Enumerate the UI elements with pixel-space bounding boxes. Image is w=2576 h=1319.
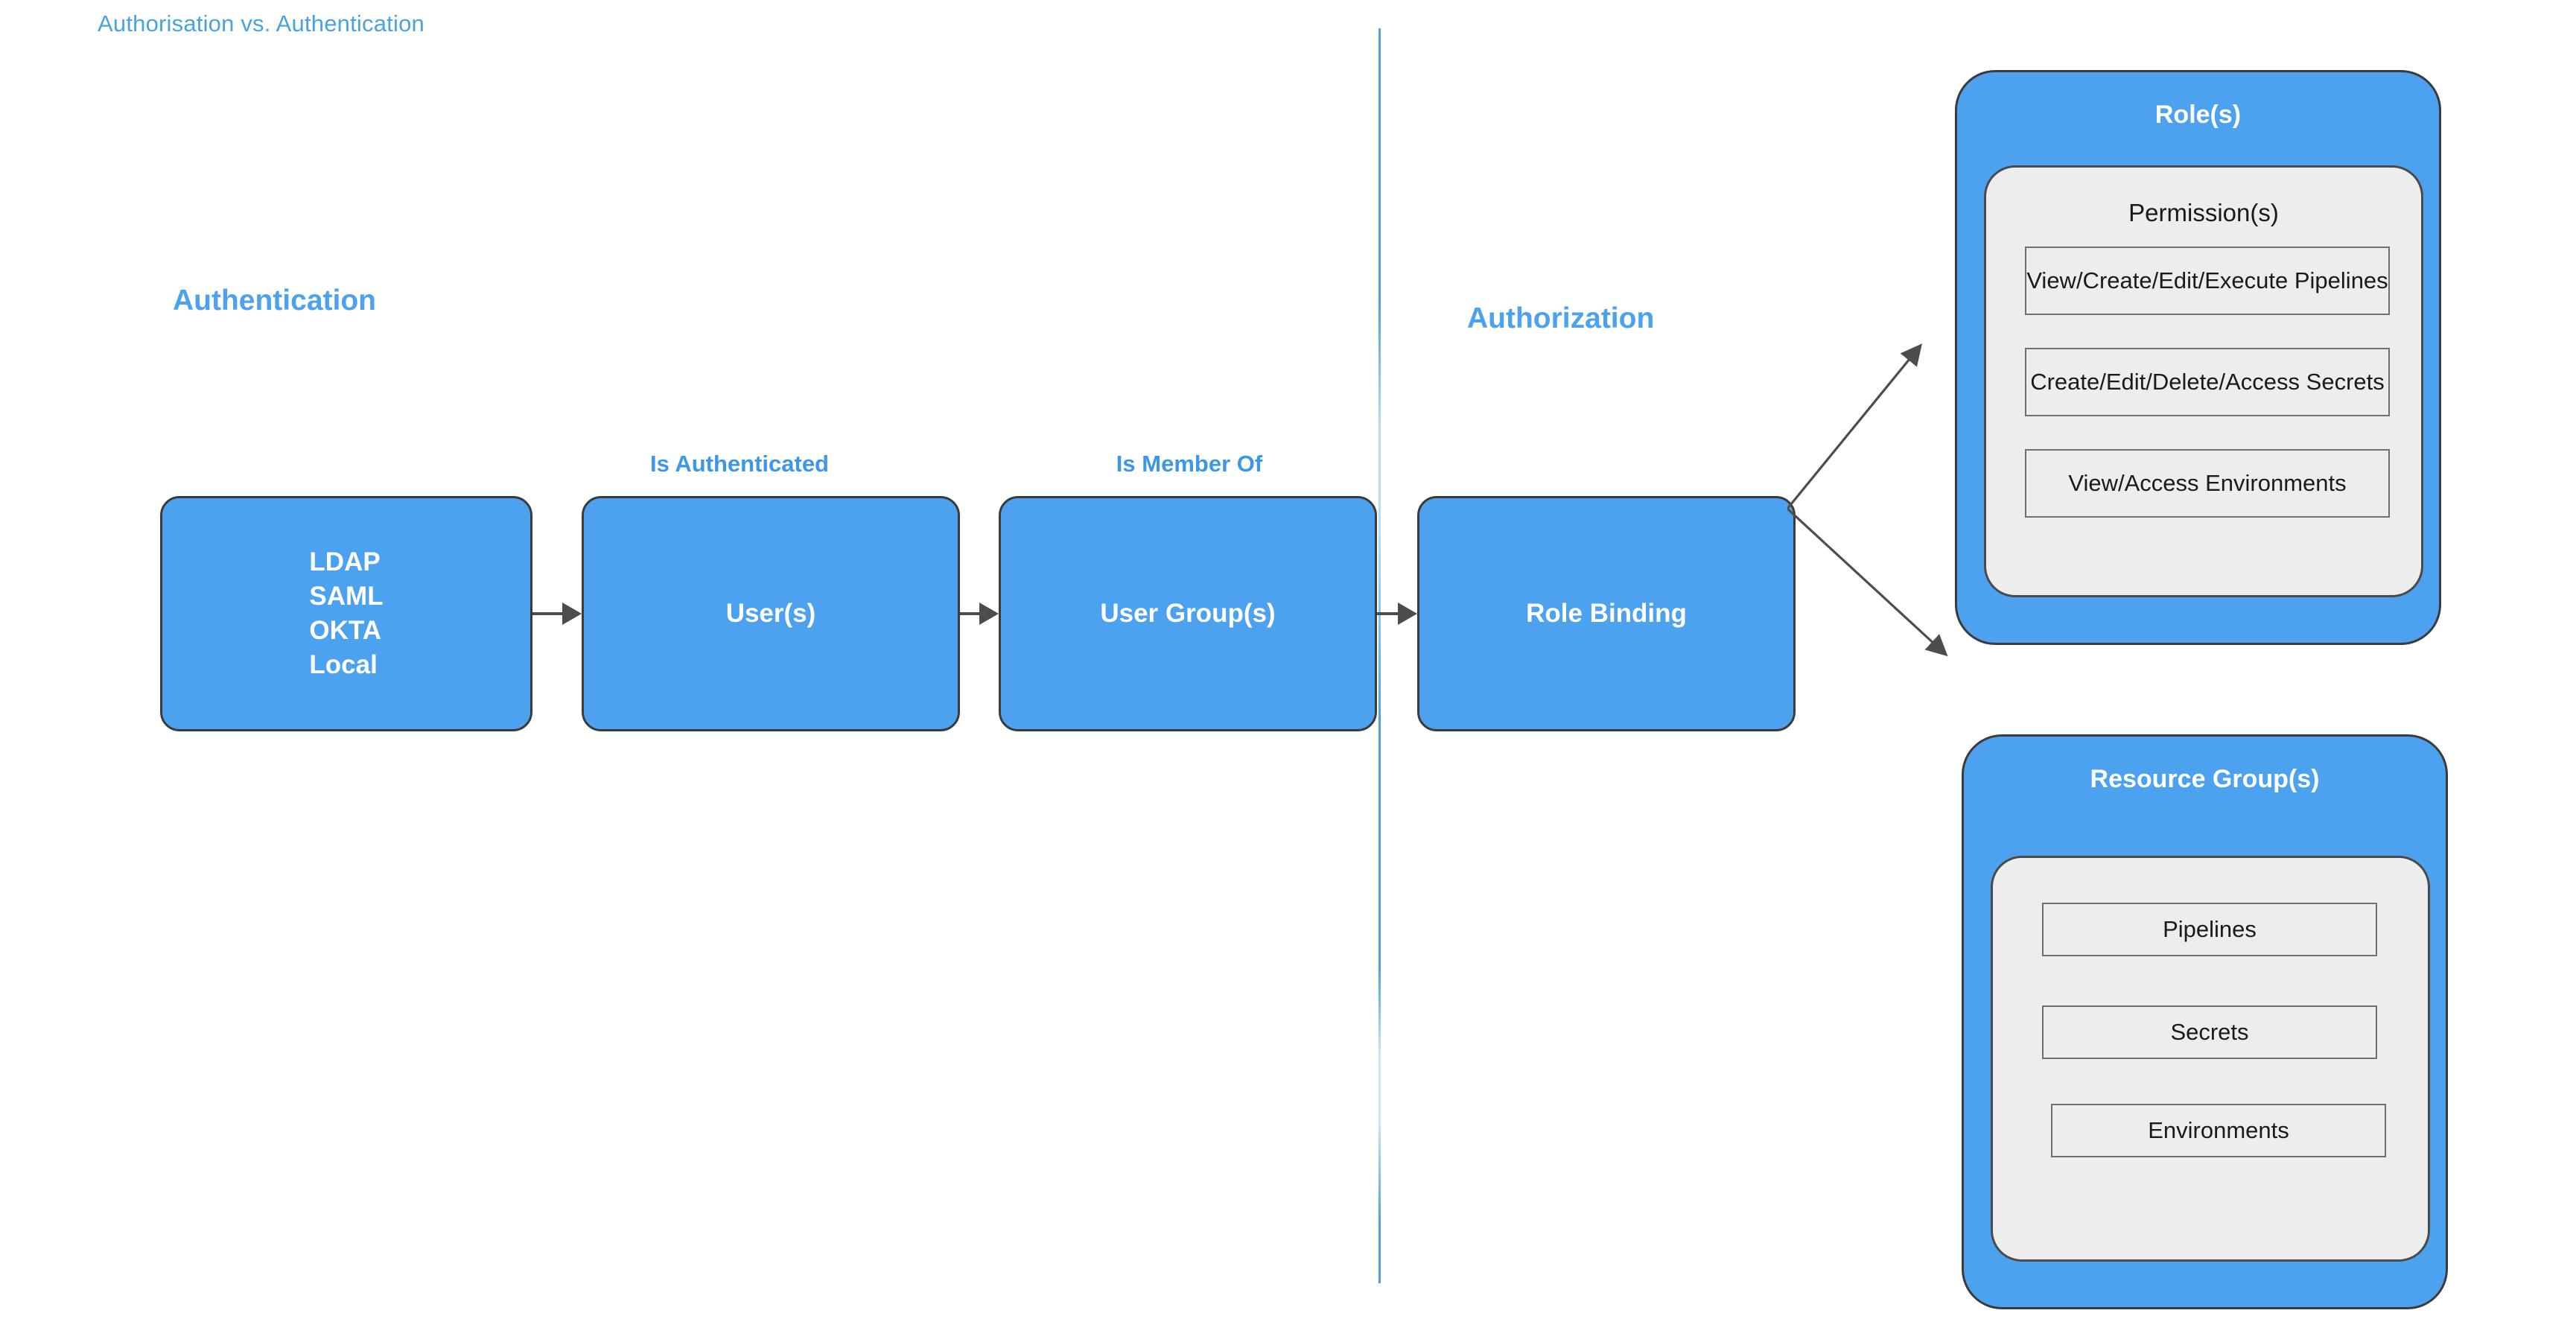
identity-provider-list: LDAP SAML OKTA Local [309, 545, 383, 683]
permission-chip[interactable]: View/Create/Edit/Execute Pipelines [2025, 247, 2390, 315]
arrow-shaft [532, 612, 565, 615]
arrow-head-icon [979, 603, 999, 625]
permissions-title: Permission(s) [2128, 199, 2279, 226]
arrow-idp-to-users [532, 601, 582, 626]
authentication-heading: Authentication [173, 285, 376, 317]
list-item: OKTA [309, 616, 381, 645]
users-box[interactable]: User(s) [582, 496, 960, 731]
arrow-shaft [960, 612, 982, 615]
resource-chip[interactable]: Pipelines [2042, 903, 2377, 956]
edge-label-is-member-of: Is Member Of [1116, 451, 1263, 477]
roles-panel-title: Role(s) [2154, 101, 2242, 129]
arrow-users-to-groups [960, 601, 999, 626]
user-groups-box[interactable]: User Group(s) [999, 496, 1377, 731]
authorization-heading: Authorization [1467, 302, 1655, 334]
arrow-head-icon [562, 603, 582, 625]
roles-panel[interactable]: Role(s) Permission(s) View/Create/Edit/E… [1955, 70, 2441, 645]
resource-chip[interactable]: Secrets [2042, 1005, 2377, 1059]
resource-chip[interactable]: Environments [2051, 1104, 2386, 1157]
role-binding-box[interactable]: Role Binding [1417, 496, 1796, 731]
arrow-role-binding-to-resource-groups [1786, 507, 1948, 657]
resource-groups-panel[interactable]: Resource Group(s) Pipelines Secrets Envi… [1962, 734, 2448, 1309]
edge-label-is-authenticated: Is Authenticated [650, 451, 829, 477]
arrow-head-icon [1398, 603, 1417, 625]
permission-chip[interactable]: View/Access Environments [2025, 449, 2390, 518]
permissions-inner-panel: Permission(s) View/Create/Edit/Execute P… [1984, 165, 2423, 597]
arrow-role-binding-to-roles [1786, 343, 1923, 510]
list-item: LDAP [309, 547, 381, 576]
resource-groups-panel-title: Resource Group(s) [2090, 765, 2320, 793]
list-item: SAML [309, 581, 384, 611]
resources-inner-panel: Pipelines Secrets Environments [1991, 856, 2430, 1262]
arrow-groups-to-role-binding [1377, 601, 1417, 626]
permission-chip[interactable]: Create/Edit/Delete/Access Secrets [2025, 348, 2390, 416]
arrow-shaft [1377, 612, 1401, 615]
identity-providers-box[interactable]: LDAP SAML OKTA Local [160, 496, 532, 731]
list-item: Local [309, 650, 378, 680]
page-title: Authorisation vs. Authentication [98, 10, 424, 36]
section-divider-line [1378, 28, 1381, 1283]
